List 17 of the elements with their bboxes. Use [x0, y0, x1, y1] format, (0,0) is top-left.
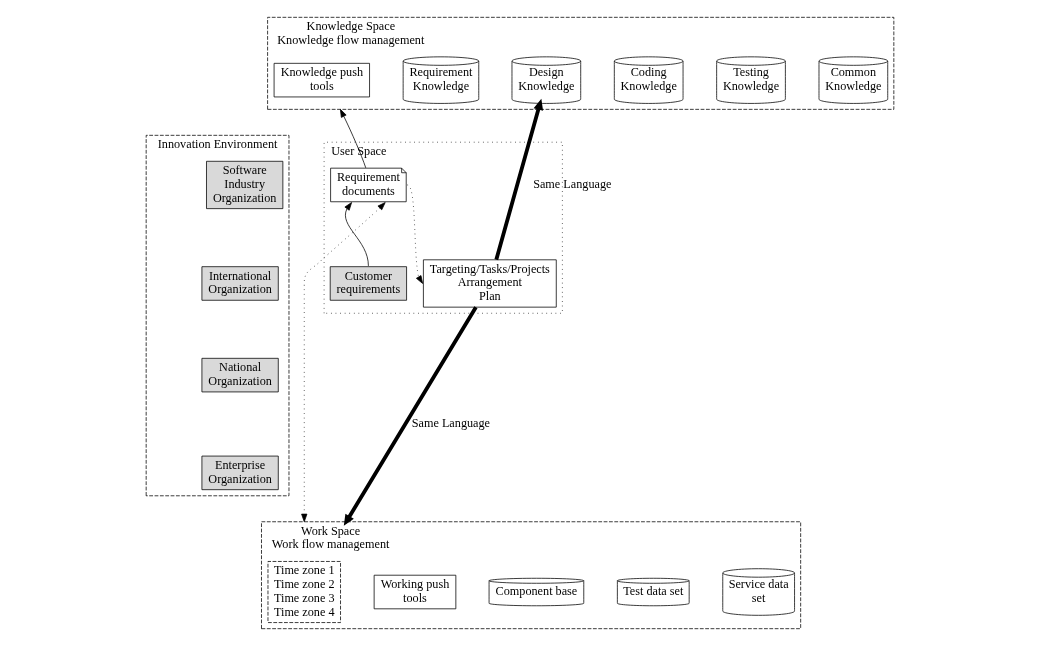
arrow [301, 202, 386, 523]
node-box: Enterprise Organization [201, 455, 279, 491]
node-box: Knowledge push tools [273, 62, 370, 98]
node-box: Software Industry Organization [206, 160, 284, 209]
arrow [344, 202, 369, 267]
edge-label: Same Language [411, 415, 491, 430]
node-box: Customer requirements [329, 266, 407, 301]
node-box: National Organization [201, 357, 279, 393]
edge-label: Same Language [533, 176, 612, 191]
node-box: Time zone 1 Time zone 2 Time zone 3 Time zone 4 [267, 561, 341, 623]
arrow [339, 108, 367, 169]
node-box: Working push tools [373, 574, 457, 610]
node-box: Targeting/Tasks/Projects Arrangement Plan [423, 259, 557, 308]
arrow [406, 184, 423, 284]
node-box: International Organization [201, 266, 279, 301]
arrow [494, 98, 544, 261]
arrow [343, 306, 478, 526]
